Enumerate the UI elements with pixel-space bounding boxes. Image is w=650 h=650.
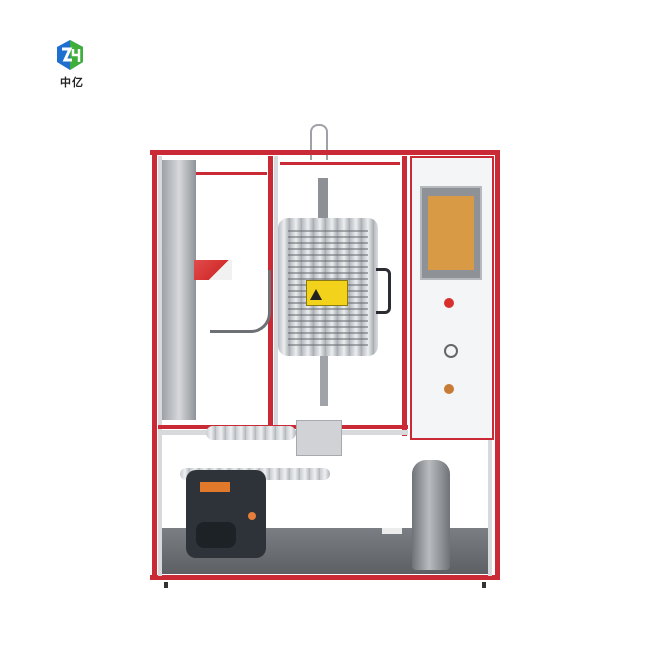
inner-top-rail-2	[162, 172, 267, 175]
warning-label	[306, 280, 348, 306]
frame-right-post	[495, 150, 500, 580]
mid-post-left-alu	[274, 156, 278, 426]
tube-furnace	[278, 218, 378, 356]
thermocouple-head	[318, 178, 328, 220]
needle-valve	[382, 528, 402, 534]
foot-right	[482, 582, 486, 588]
pump-knob	[248, 512, 256, 520]
warning-triangle-icon	[310, 289, 322, 300]
logo-text: 中亿	[60, 76, 84, 89]
foot-left	[164, 582, 168, 588]
amber-indicator-light	[444, 384, 454, 394]
touch-screen	[420, 186, 482, 280]
frame-inner-left	[158, 156, 162, 576]
gas-cylinder	[412, 460, 450, 570]
frame-bottom-rail	[150, 575, 500, 580]
inner-top-rail	[280, 162, 400, 165]
control-panel	[410, 156, 494, 440]
peristaltic-pump	[186, 470, 266, 558]
frame-top-rail	[150, 150, 500, 155]
frame-left-post	[152, 150, 157, 580]
red-indicator-light	[444, 298, 454, 308]
valve-manifold	[162, 160, 196, 420]
logo-mark-icon	[57, 40, 83, 70]
selector-switch	[444, 344, 458, 358]
product-photo	[150, 120, 510, 600]
insulated-duct	[206, 426, 296, 440]
gas-line	[310, 124, 328, 160]
reactor-outlet	[320, 356, 328, 406]
manifold-tubes	[210, 270, 271, 333]
touch-screen-display	[428, 196, 474, 270]
pump-head	[196, 522, 236, 548]
junction-box	[296, 420, 342, 456]
mid-post-right	[402, 156, 407, 436]
furnace-handle	[376, 268, 391, 314]
brand-logo: 中亿	[52, 40, 92, 95]
pump-display	[200, 482, 230, 492]
